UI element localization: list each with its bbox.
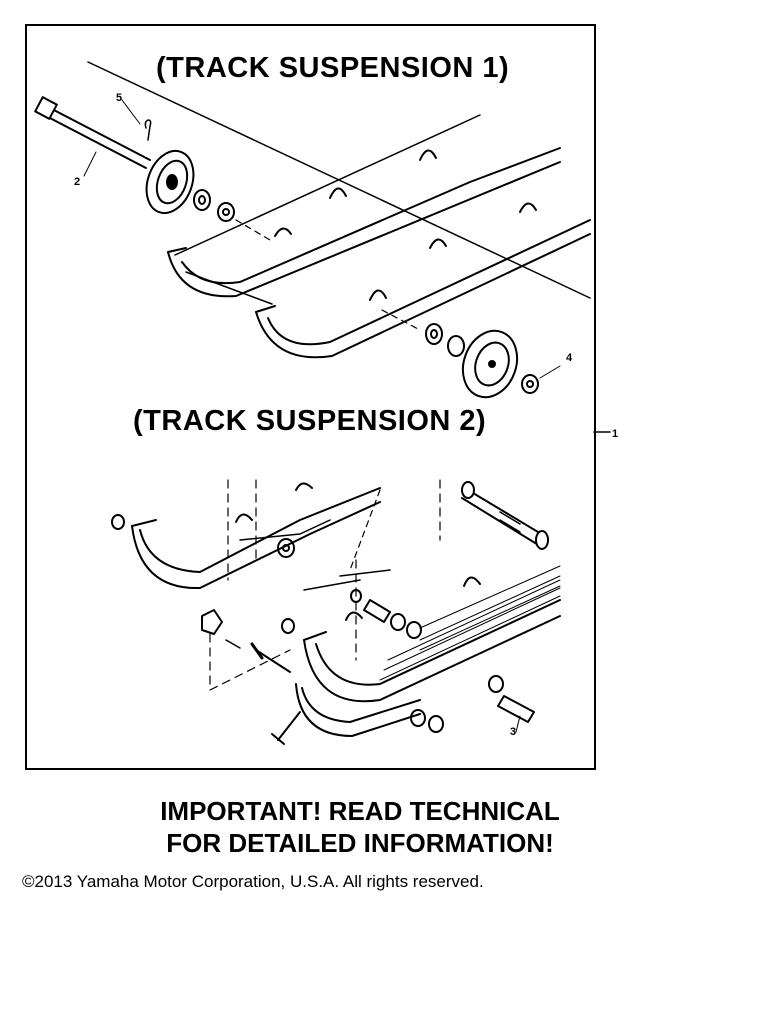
diagram-frame: [25, 24, 596, 770]
important-notice-line-1: IMPORTANT! READ TECHNICAL: [160, 796, 560, 826]
title-track-suspension-1: (TRACK SUSPENSION 1): [156, 52, 510, 84]
copyright-text: ©2013 Yamaha Motor Corporation, U.S.A. A…: [22, 872, 484, 891]
title-track-suspension-2: (TRACK SUSPENSION 2): [133, 405, 487, 437]
callout-4: 4: [566, 352, 573, 364]
suspension-2-assembly: [111, 479, 561, 745]
callout-1-assembly: 1: [612, 428, 619, 440]
suspension-1-assembly: [34, 61, 591, 399]
callout-5: 5: [116, 92, 123, 104]
important-notice-line-2: FOR DETAILED INFORMATION!: [166, 828, 554, 858]
callout-3: 3: [510, 726, 517, 738]
callout-2: 2: [74, 176, 81, 188]
